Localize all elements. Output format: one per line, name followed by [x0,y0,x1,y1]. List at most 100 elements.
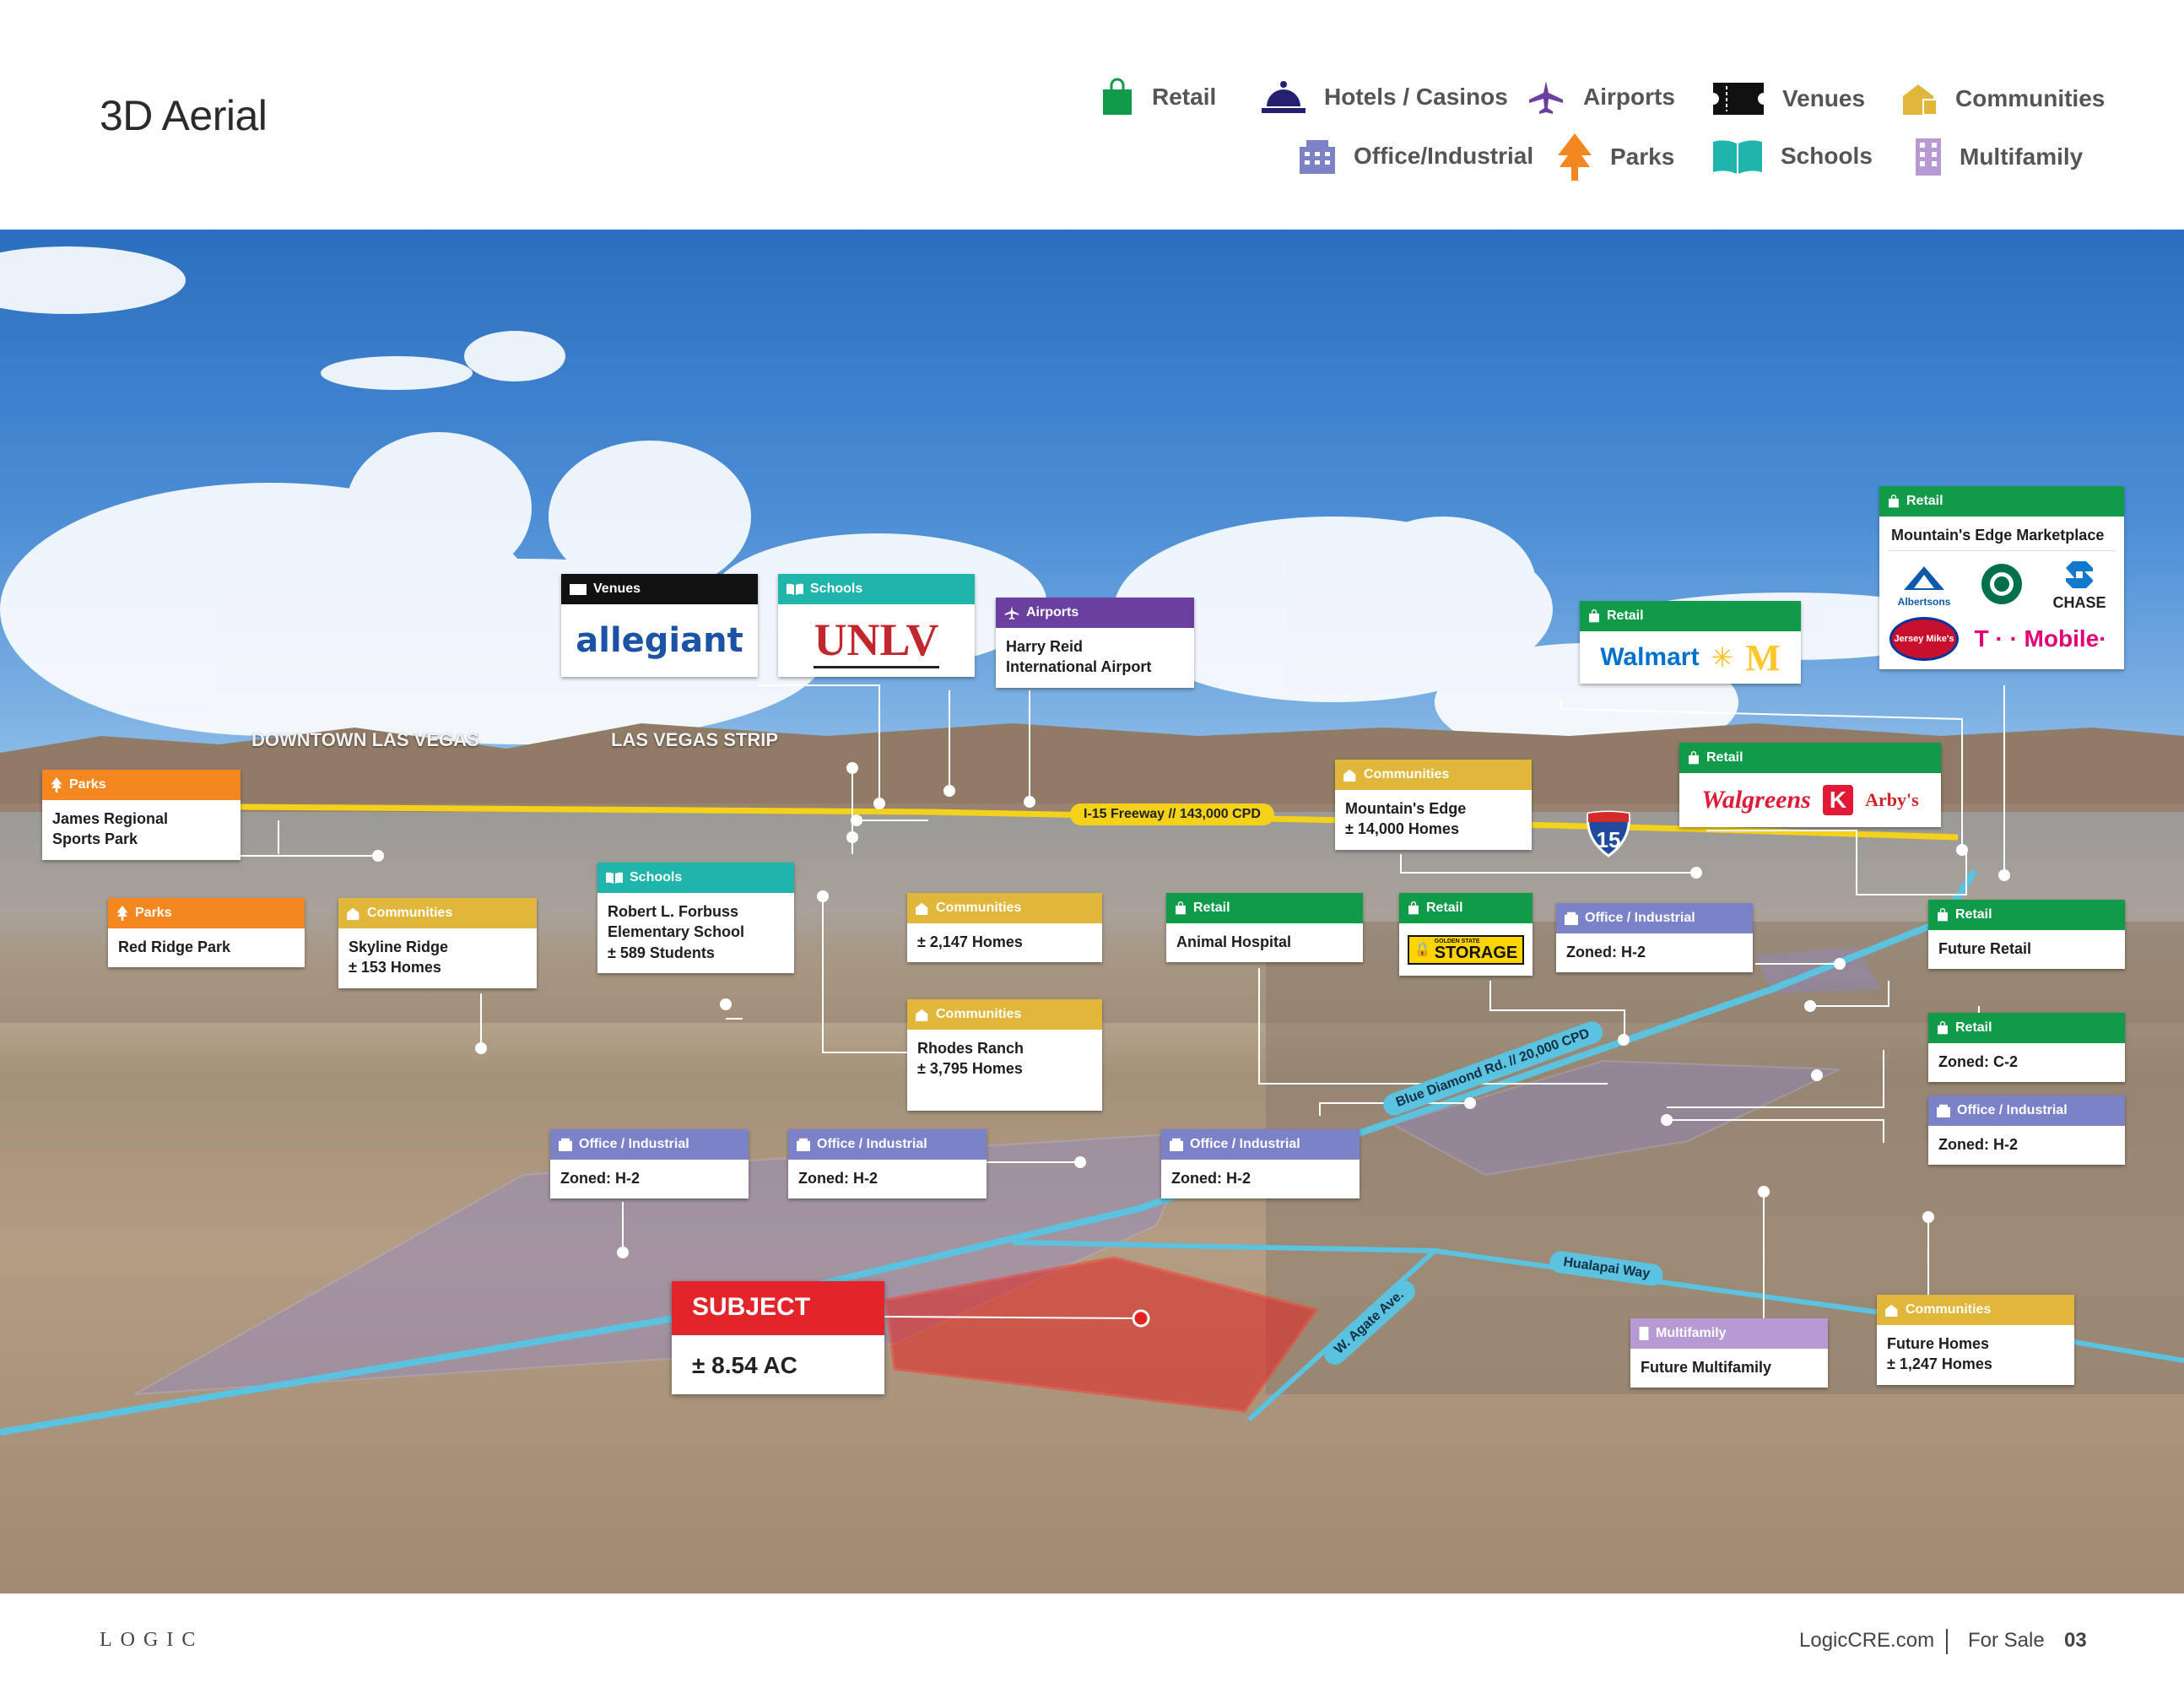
storage-logo-text: STORAGE [1434,943,1518,962]
tmobile-text: T · · Mobile· [1974,625,2107,652]
house-icon [1903,84,1937,115]
callout-communities-skyline: Communities Skyline Ridge ± 153 Homes [338,898,537,988]
chase-octagon-icon [2066,561,2093,589]
callout-text: James Regional Sports Park [52,810,169,848]
callout-text: Red Ridge Park [118,939,231,955]
callout-text: Zoned: H-2 [1938,1136,2018,1153]
footer-status: For Sale [1968,1629,2045,1652]
retail-bag-icon [1889,495,1899,508]
callout-category: Communities [1364,767,1450,782]
book-icon [1713,140,1762,174]
allegiant-logo: allegiant [561,604,758,677]
legend-label: Venues [1782,85,1866,111]
callout-category: Schools [810,582,863,596]
interstate-shield: 15 [1585,810,1632,858]
retail-bag-icon [1589,609,1599,623]
chase-text: CHASE [2052,594,2106,612]
callout-retail-walgreens: Retail Walgreens K Arby's [1679,743,1941,827]
aerial-map: DOWNTOWN LAS VEGAS LAS VEGAS STRIP I-15 … [0,230,2184,1593]
footer-divider [1946,1629,1948,1654]
callout-text: Skyline Ridge ± 153 Homes [349,939,449,977]
house-icon [916,1009,928,1021]
callout-header: Communities [907,893,1102,923]
callout-category: Retail [1955,1020,1992,1035]
hualapai-way-line [1012,1240,2184,1363]
allegiant-logo-text: allegiant [576,621,743,660]
callout-text: Zoned: H-2 [1566,944,1646,960]
retail-bag-icon [1176,901,1186,915]
callout-text: Mountain's Edge ± 14,000 Homes [1345,800,1467,838]
walmart-logo: Walmart [1600,643,1700,671]
callout-parks-red-ridge: Parks Red Ridge Park [108,898,305,968]
callout-header: Retail [1879,486,2124,517]
ticket-icon [570,583,587,595]
building-icon [1937,1104,1950,1117]
callout-text: Animal Hospital [1176,933,1292,950]
callout-schools-forbuss: Schools Robert L. Forbuss Elementary Sch… [597,863,794,973]
callout-category: Retail [1193,901,1230,915]
callout-text: Zoned: H-2 [560,1170,640,1187]
callout-category: Communities [1906,1302,1992,1317]
walgreens-logo: Walgreens [1701,786,1811,814]
walgreens-circlek-arbys-logos: Walgreens K Arby's [1679,773,1941,827]
starbucks-logo [1965,563,2038,609]
callout-header: Retail [1928,1013,2125,1043]
callout-category: Retail [1955,907,1992,922]
office-industrial-parcel [1390,1059,1841,1177]
road-label-i15: I-15 Freeway // 143,000 CPD [1070,803,1274,825]
callout-communities-mountains-edge: Communities Mountain's Edge ± 14,000 Hom… [1335,760,1532,850]
hotel-bell-icon [1262,81,1306,113]
callout-header: Multifamily [1630,1318,1828,1349]
callout-text: Rhodes Ranch ± 3,795 Homes [917,1040,1024,1078]
callout-text: Mountain's Edge Marketplace [1888,517,2116,552]
callout-schools-unlv: Schools UNLV [778,574,975,677]
callout-header: Schools [597,863,794,893]
callout-airports-harry-reid: Airports Harry Reid International Airpor… [996,598,1194,688]
callout-retail-walmart: Retail Walmart ✳ M [1580,601,1801,684]
callout-header: Venues [561,574,758,604]
house-icon [916,902,928,915]
callout-header: Retail [1928,900,2125,930]
callout-header: Communities [1335,760,1532,790]
callout-multifamily-future: Multifamily Future Multifamily [1630,1318,1828,1388]
callout-header: Communities [1877,1295,2074,1325]
legend-venues: Venues [1713,83,1865,115]
callout-communities-future-homes: Communities Future Homes ± 1,247 Homes [1877,1295,2074,1385]
callout-category: Parks [135,906,172,920]
callout-category: Communities [367,906,453,920]
callout-header: Office / Industrial [1928,1096,2125,1126]
walmart-mcdonalds-logos: Walmart ✳ M [1580,631,1801,684]
tmobile-logo: T · · Mobile· [1965,625,2116,652]
subject-leader-line [884,1316,1142,1319]
storage-logo: 🔒 GOLDEN STATE STORAGE [1399,923,1533,976]
callout-text: Zoned: H-2 [1171,1170,1251,1187]
area-label-strip: LAS VEGAS STRIP [611,729,779,750]
albertsons-text: Albertsons [1897,595,1951,608]
apartment-icon [1916,138,1941,176]
book-icon [787,583,803,595]
callout-text: Harry Reid International Airport [1006,638,1152,676]
storage-logo-small: GOLDEN STATE [1434,938,1480,944]
storage-logo-box: 🔒 GOLDEN STATE STORAGE [1407,934,1525,965]
jersey-mikes-text: Jersey Mike's [1889,617,1959,662]
starbucks-icon [1981,563,2022,604]
callout-category: Venues [593,582,641,596]
unlv-logo: UNLV [778,604,975,677]
callout-header: Parks [42,770,241,800]
subject-title: SUBJECT [672,1281,884,1335]
airplane-icon [1004,606,1019,620]
legend-label: Hotels / Casinos [1324,84,1508,110]
legend-label: Communities [1955,85,2106,111]
house-icon [347,907,359,920]
footer-site-link[interactable]: LogicCRE.com [1799,1629,1935,1652]
callout-header: Communities [338,898,537,928]
legend-label: Schools [1781,143,1873,169]
callout-category: Retail [1906,494,1943,508]
subject-pin [1132,1309,1150,1328]
callout-text: Future Homes ± 1,247 Homes [1887,1335,1992,1373]
book-icon [606,872,623,884]
leader-dots [372,762,2010,1258]
callout-header: Office / Industrial [1556,903,1753,933]
tree-icon [116,906,128,921]
albertsons-logo: Albertsons [1888,565,1960,608]
